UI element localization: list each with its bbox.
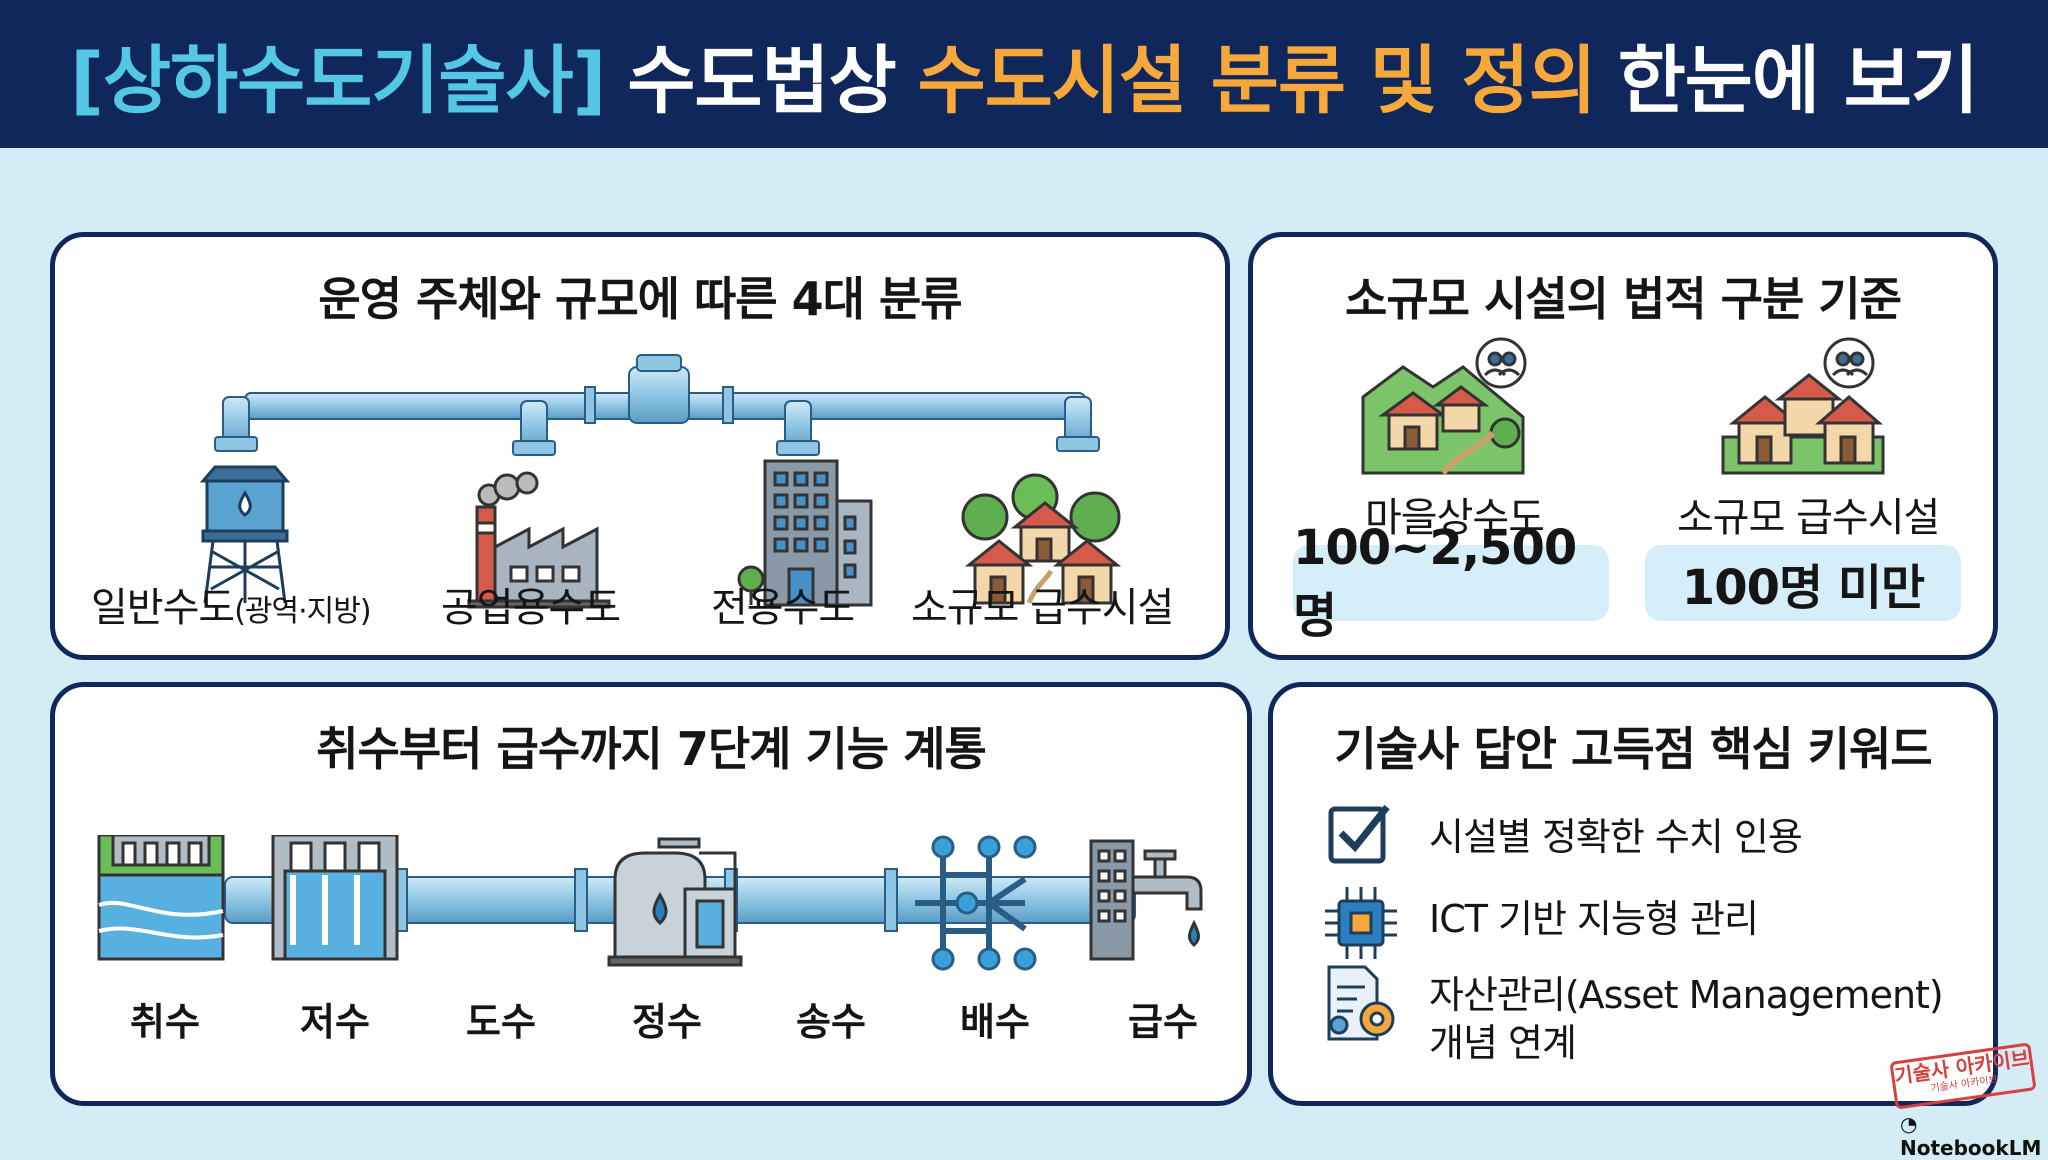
pipeline-icon bbox=[224, 868, 1136, 932]
distribution-network-icon bbox=[915, 835, 1037, 971]
building-icon bbox=[737, 459, 873, 607]
small-supply-label: 소규모 급수시설 bbox=[1677, 495, 1940, 541]
intake-icon bbox=[97, 835, 225, 961]
stages-title: 취수부터 급수까지 7단계 기능 계통 bbox=[316, 722, 987, 776]
stages-panel: 취수부터 급수까지 7단계 기능 계통 bbox=[50, 682, 1252, 1106]
keyword-2: ICT 기반 지능형 관리 bbox=[1429, 897, 1759, 941]
houses-icon bbox=[1721, 337, 1885, 475]
notebooklm-icon: ◔ bbox=[1900, 1112, 1918, 1136]
pipe-network-icon bbox=[214, 354, 1100, 456]
class-item-dedicated: 전용수도 bbox=[711, 585, 855, 631]
small-scale-panel: 소규모 시설의 법적 구분 기준 bbox=[1248, 232, 1998, 660]
header-text-1: 수도법상 bbox=[627, 37, 896, 124]
stage-conveyance: 도수 bbox=[466, 1000, 536, 1044]
keyword-1: 시설별 정확한 수치 인용 bbox=[1429, 815, 1803, 859]
stage-treatment: 정수 bbox=[632, 1000, 702, 1044]
village-water-label: 마을상수도 bbox=[1365, 495, 1545, 541]
village-icon bbox=[1361, 337, 1527, 475]
faucet-icon bbox=[1089, 839, 1203, 961]
header-highlight: 수도시설 분류 및 정의 bbox=[917, 37, 1597, 124]
class-item-small-scale: 소규모 급수시설 bbox=[911, 585, 1174, 631]
header-text-2: 한눈에 보기 bbox=[1617, 37, 1979, 124]
factory-icon bbox=[467, 471, 611, 609]
document-gear-icon bbox=[1327, 965, 1395, 1041]
page-header: [상하수도기술사] 수도법상 수도시설 분류 및 정의 한눈에 보기 bbox=[0, 0, 2048, 148]
header-tag: [상하수도기술사] bbox=[70, 37, 606, 124]
chip-icon bbox=[1325, 887, 1397, 959]
brand-label: ◔ NotebookLM bbox=[1900, 1112, 2042, 1160]
keyword-3-line2: 개념 연계 bbox=[1429, 1021, 1577, 1065]
small-scale-title: 소규모 시설의 법적 구분 기준 bbox=[1345, 272, 1902, 326]
dam-icon bbox=[271, 835, 399, 961]
village-houses-icon bbox=[961, 473, 1122, 605]
classification-panel: 운영 주체와 규모에 따른 4대 분류 bbox=[50, 232, 1230, 660]
small-scale-icons bbox=[1361, 337, 1885, 475]
stage-distribution: 배수 bbox=[960, 1000, 1030, 1044]
classification-diagram bbox=[199, 354, 1122, 609]
stage-supply: 급수 bbox=[1128, 1000, 1198, 1044]
class-item-industrial: 공업용수도 bbox=[441, 585, 621, 631]
classification-title: 운영 주체와 규모에 따른 4대 분류 bbox=[318, 272, 962, 326]
keyword-icons bbox=[1325, 804, 1397, 1041]
keyword-3: 자산관리(Asset Management) 개념 연계 bbox=[1429, 971, 1944, 1067]
keywords-title: 기술사 답안 고득점 핵심 키워드 bbox=[1334, 722, 1932, 776]
village-criteria-badge: 100~2,500명 bbox=[1293, 520, 1609, 644]
treatment-plant-icon bbox=[607, 837, 743, 967]
keywords-panel: 기술사 답안 고득점 핵심 키워드 시설별 정확한 수치 인용 ICT 기반 지… bbox=[1268, 682, 1998, 1106]
class-item-general: 일반수도(광역·지방) bbox=[91, 585, 372, 631]
stage-intake: 취수 bbox=[130, 1000, 200, 1044]
small-criteria-badge: 100명 미만 bbox=[1645, 545, 1961, 621]
checkbox-icon bbox=[1328, 804, 1390, 864]
water-tower-icon bbox=[199, 465, 291, 604]
stage-transmission: 송수 bbox=[796, 1000, 866, 1044]
stage-reservoir: 저수 bbox=[300, 1000, 370, 1044]
keyword-3-line1: 자산관리(Asset Management) bbox=[1429, 973, 1944, 1017]
stages-diagram bbox=[97, 835, 1203, 971]
